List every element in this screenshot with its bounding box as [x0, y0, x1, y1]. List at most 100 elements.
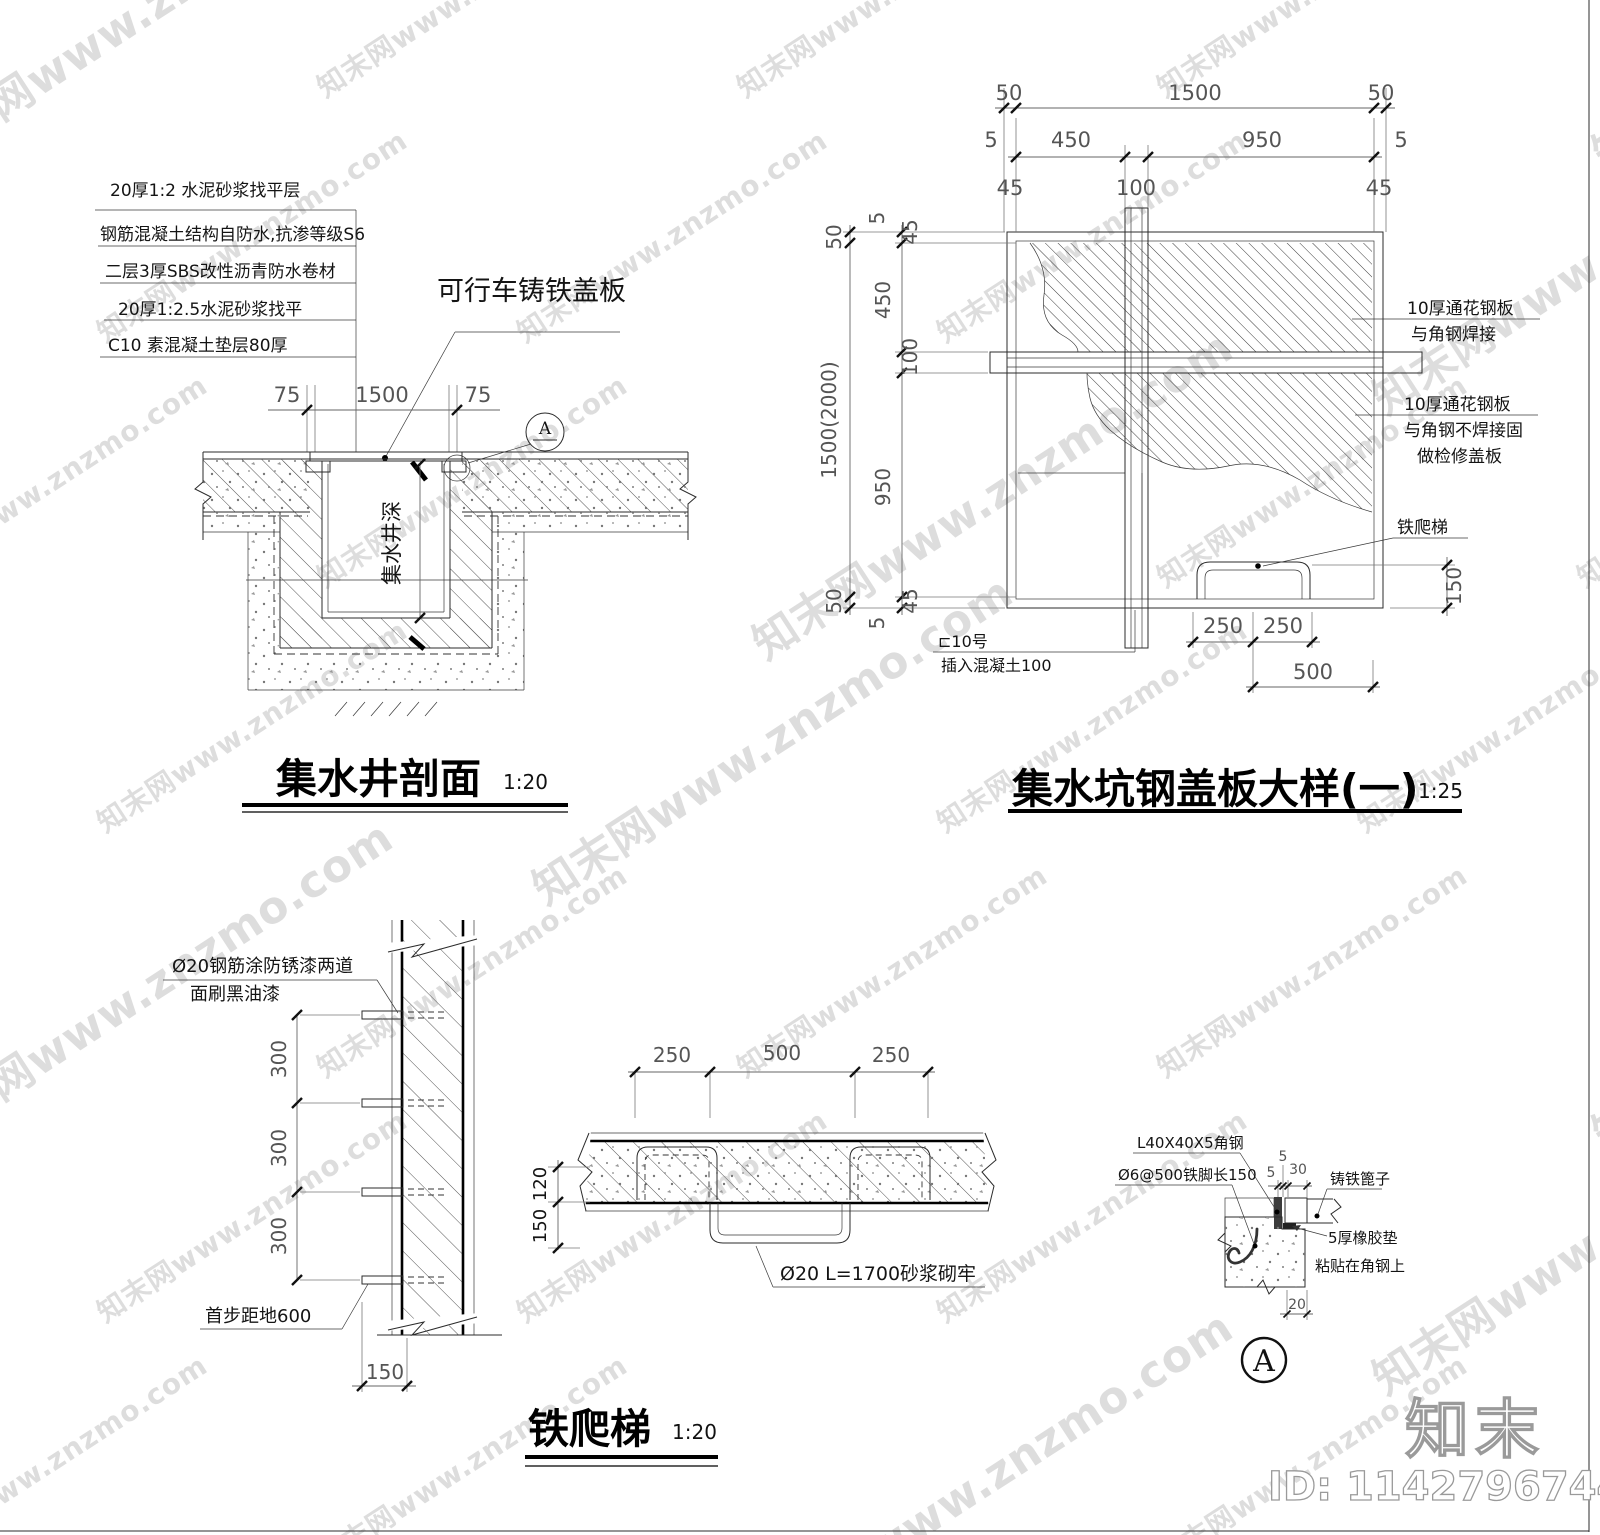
detail-a-symbol: A [1240, 1336, 1288, 1384]
dim: 50 [1368, 81, 1395, 105]
note-welded: 与角钢焊接 [1411, 325, 1496, 345]
detail-a-letter: A [1252, 1344, 1275, 1379]
dim: 5 [1267, 1165, 1276, 1181]
plan-top-dims: 50 1500 50 5 450 950 5 45 100 45 [984, 81, 1408, 232]
steel-strips [989, 207, 1423, 649]
ladder-scale: 1:20 [672, 1420, 717, 1444]
section-scale: 1:20 [503, 770, 548, 794]
znzmo-logo: 知末 [1405, 1394, 1545, 1468]
dim: 250 [872, 1043, 910, 1067]
dim: 300 [267, 1217, 291, 1255]
dim: 50 [822, 224, 846, 249]
dim-75-left: 75 [274, 383, 301, 407]
dim: 5 [865, 212, 889, 225]
dim: 250 [1203, 614, 1243, 638]
concrete-top-band [1224, 1197, 1275, 1218]
dim: 120 [530, 1167, 551, 1201]
sheet-id: ID: 1142796744 [1268, 1464, 1600, 1510]
dim: 150 [530, 1209, 551, 1243]
ladder-title: 铁爬梯 [528, 1405, 651, 1453]
dim: 100 [898, 338, 922, 376]
plate-hatch-upper [1030, 243, 1372, 352]
dim: 30 [1289, 1162, 1307, 1178]
depth-label: 集水井深 [380, 501, 404, 585]
j-anchor [1226, 1227, 1259, 1265]
detail-a-view: L40X40X5角钢 Ø6@500铁脚长150 铸铁篦子 5厚橡胶垫 粘贴在角钢… [1115, 1134, 1405, 1384]
plan-view: 50 1500 50 5 450 950 5 45 100 45 50 5 45… [817, 81, 1540, 813]
layer-label: 钢筋混凝土结构自防水,抗渗等级S6 [100, 225, 365, 245]
rubber-label: 5厚橡胶垫 [1328, 1229, 1398, 1247]
feet-label: Ø6@500铁脚长150 [1118, 1166, 1257, 1184]
dim: 50 [996, 81, 1023, 105]
dim: 150 [1442, 567, 1466, 605]
dim: 500 [763, 1041, 801, 1065]
dim: 100 [1116, 176, 1156, 200]
dim: 250 [653, 1043, 691, 1067]
dim: 1500 [1168, 81, 1221, 105]
section-dims: 75 1500 75 [268, 383, 500, 452]
first-step-label: 首步距地600 [205, 1306, 311, 1327]
dim: 5 [1279, 1149, 1288, 1165]
note-loose: 与角钢不焊接固 [1404, 421, 1523, 441]
note-ladder: 铁爬梯 [1397, 518, 1448, 538]
pit-outer-frame [1006, 231, 1384, 609]
rubber-pad [1283, 1223, 1296, 1229]
rubber-label: 粘贴在角钢上 [1315, 1257, 1405, 1275]
layer-label: 20厚1:2.5水泥砂浆找平 [118, 300, 302, 320]
dim: 45 [898, 588, 922, 613]
grate-label: 铸铁篦子 [1330, 1170, 1390, 1188]
cast-iron-cover [305, 451, 467, 651]
ladder-plan: 250 500 250 120 150 Ø20 L=1700砂浆砌牢 [530, 1041, 999, 1288]
dim: 300 [267, 1040, 291, 1078]
ladder-elevation: 300 300 300 Ø20钢筋涂防锈漆两道 面刷黑油漆 首步距地600 15… [163, 920, 502, 1393]
dim: 50 [822, 588, 846, 613]
dim: 450 [871, 281, 895, 319]
dim-overall: 1500(2000) [817, 361, 841, 478]
dim: 45 [898, 219, 922, 244]
grate-section [1284, 1197, 1308, 1224]
dim: 5 [865, 617, 889, 630]
note-welded: 10厚通花钢板 [1407, 299, 1514, 319]
layer-label: 二层3厚SBS改性沥青防水卷材 [105, 262, 336, 282]
detail-a-letter: A [538, 419, 552, 439]
dim: 45 [1366, 176, 1393, 200]
note-channel: 插入混凝土100 [941, 656, 1052, 675]
dim: 5 [1394, 128, 1407, 152]
plan-left-dims: 50 5 45 450 100 950 50 5 45 1500(2000) [817, 212, 1016, 630]
anchor-label: Ø20 L=1700砂浆砌牢 [780, 1263, 976, 1285]
dim: 20 [1288, 1297, 1306, 1313]
dim: 300 [267, 1129, 291, 1167]
section-title: 集水井剖面 [275, 755, 481, 803]
dim: 45 [997, 176, 1024, 200]
dim-1500: 1500 [355, 383, 408, 407]
ladder-views: 300 300 300 Ø20钢筋涂防锈漆两道 面刷黑油漆 首步距地600 15… [163, 920, 999, 1467]
rebar-label: Ø20钢筋涂防锈漆两道 [172, 956, 353, 977]
note-loose: 10厚通花钢板 [1404, 395, 1511, 415]
dim: 450 [1051, 128, 1091, 152]
layer-label: 20厚1:2 水泥砂浆找平层 [110, 181, 300, 201]
dim: 500 [1293, 660, 1333, 684]
plate-hatch-lower [1087, 373, 1372, 512]
dim: 950 [1242, 128, 1282, 152]
note-loose: 做检修盖板 [1417, 447, 1502, 467]
leader-dot [382, 455, 388, 461]
plan-notes: 10厚通花钢板 与角钢焊接 10厚通花钢板 与角钢不焊接固 做检修盖板 铁爬梯 … [933, 299, 1540, 675]
section-view: 20厚1:2 水泥砂浆找平层 钢筋混凝土结构自防水,抗渗等级S6 二层3厚SBS… [95, 181, 697, 813]
dim: 150 [366, 1360, 404, 1384]
sump-pit-structure [194, 451, 697, 717]
dim: 5 [984, 128, 997, 152]
plan-ladder-rung [1196, 561, 1311, 599]
layer-label: C10 素混凝土垫层80厚 [108, 336, 288, 356]
dim: 250 [1263, 614, 1303, 638]
cover-label: 可行车铸铁盖板 [437, 276, 626, 307]
dim-75-right: 75 [465, 383, 492, 407]
dim: 950 [871, 468, 895, 506]
rebar-label: 面刷黑油漆 [190, 984, 280, 1005]
note-channel: ⊏10号 [938, 632, 988, 651]
angle-label: L40X40X5角钢 [1137, 1134, 1244, 1152]
plan-title: 集水坑钢盖板大样(一) [1011, 765, 1418, 813]
ladder-rungs [361, 1010, 446, 1285]
plan-scale: 1:25 [1418, 779, 1463, 803]
